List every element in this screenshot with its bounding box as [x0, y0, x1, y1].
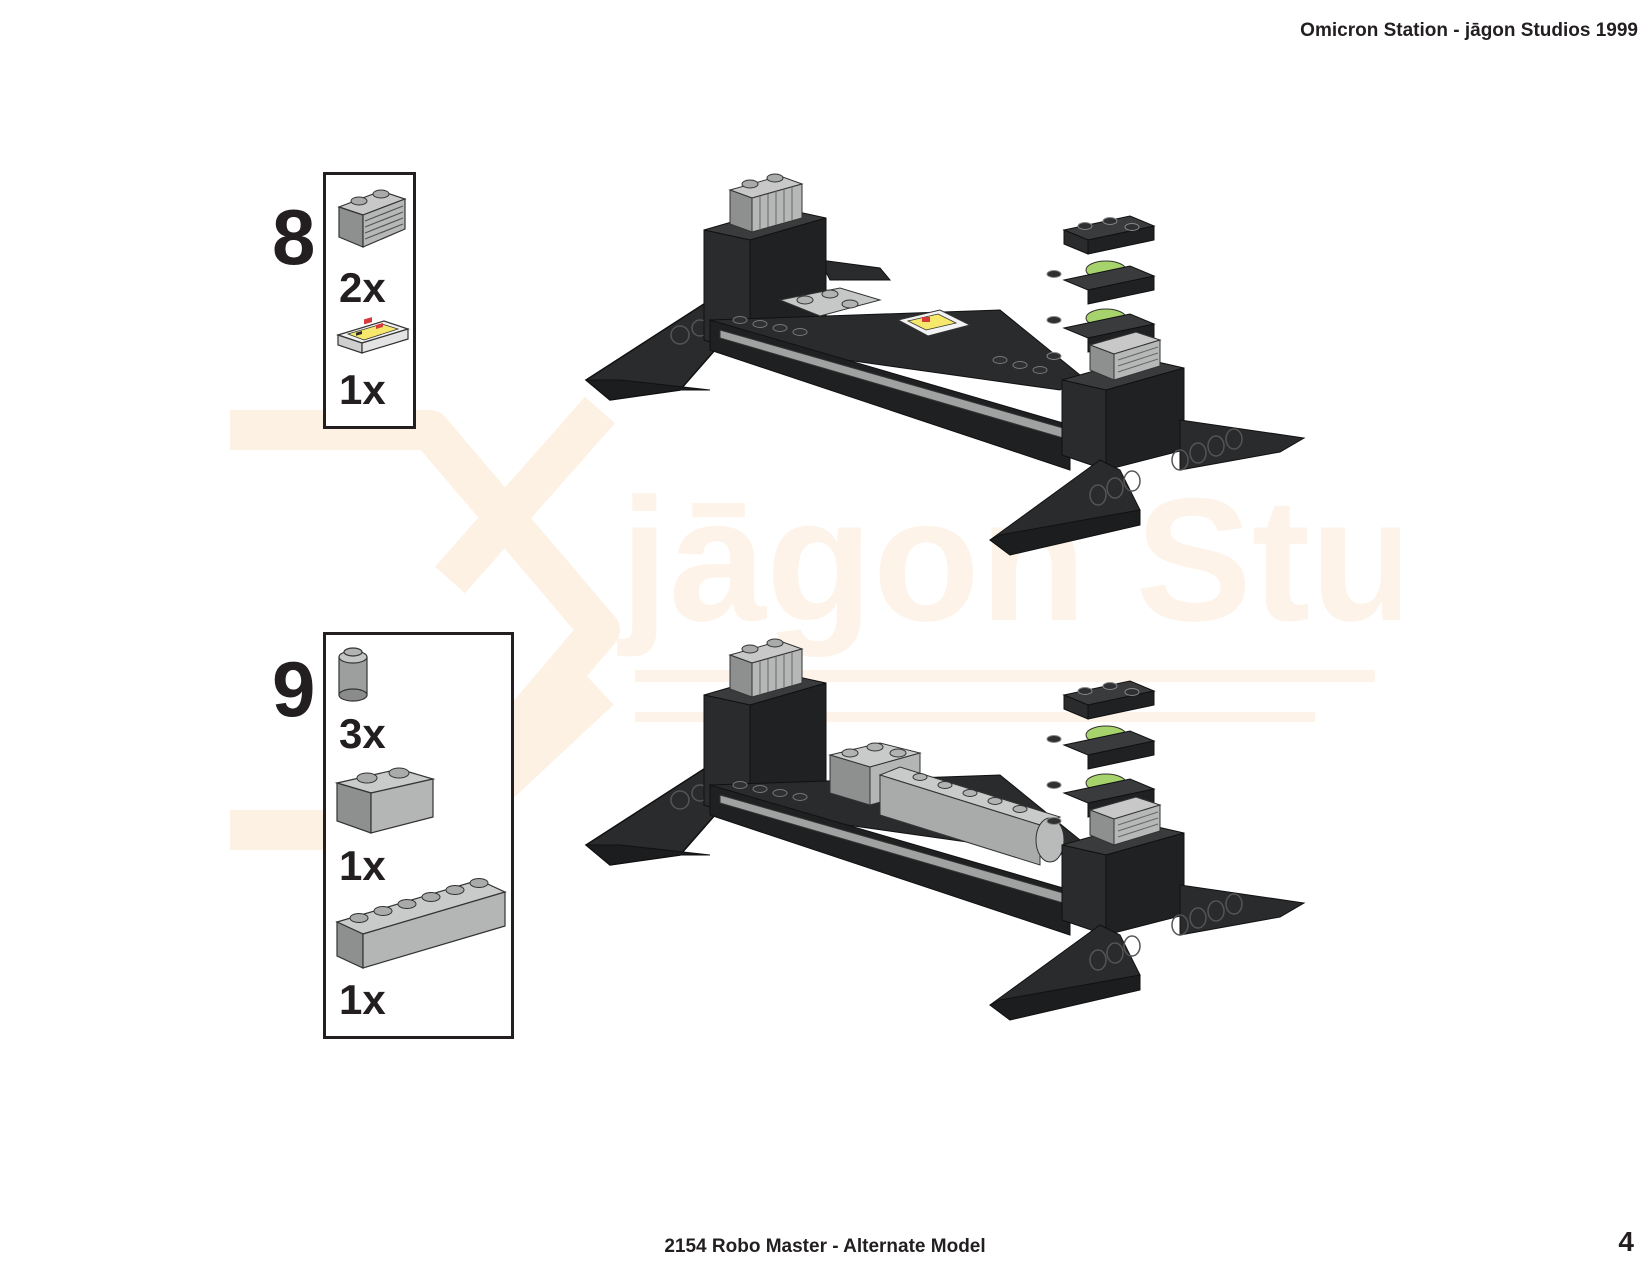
part-quantity: 2x — [339, 264, 386, 311]
parts-list-box: 2x 1x — [323, 172, 416, 429]
footer-title: 2154 Robo Master - Alternate Model — [664, 1236, 986, 1257]
part-quantity: 1x — [339, 842, 386, 889]
header-title: Omicron Station - jāgon Studios 1999 — [1300, 20, 1638, 41]
part-quantity: 1x — [339, 366, 386, 413]
watermark-text: jāgon Studios — [617, 463, 1400, 658]
page-number: 4 — [1618, 1226, 1634, 1257]
part-quantity: 1x — [339, 976, 386, 1023]
build-step-illustration — [584, 638, 1306, 1021]
step-number: 9 — [272, 645, 316, 733]
build-step-illustration — [584, 173, 1306, 556]
step-number: 8 — [272, 193, 316, 281]
parts-list-box: 3x 1x 1x — [323, 632, 514, 1039]
brick-1x2-light-grey-icon — [334, 767, 436, 834]
printed-tile-computer-icon — [336, 317, 410, 354]
part-quantity: 3x — [339, 710, 386, 757]
grille-slope-light-grey-icon — [337, 189, 407, 248]
round-brick-1x1-light-grey-icon — [338, 647, 368, 702]
brick-1x6-light-grey-icon — [335, 878, 507, 969]
